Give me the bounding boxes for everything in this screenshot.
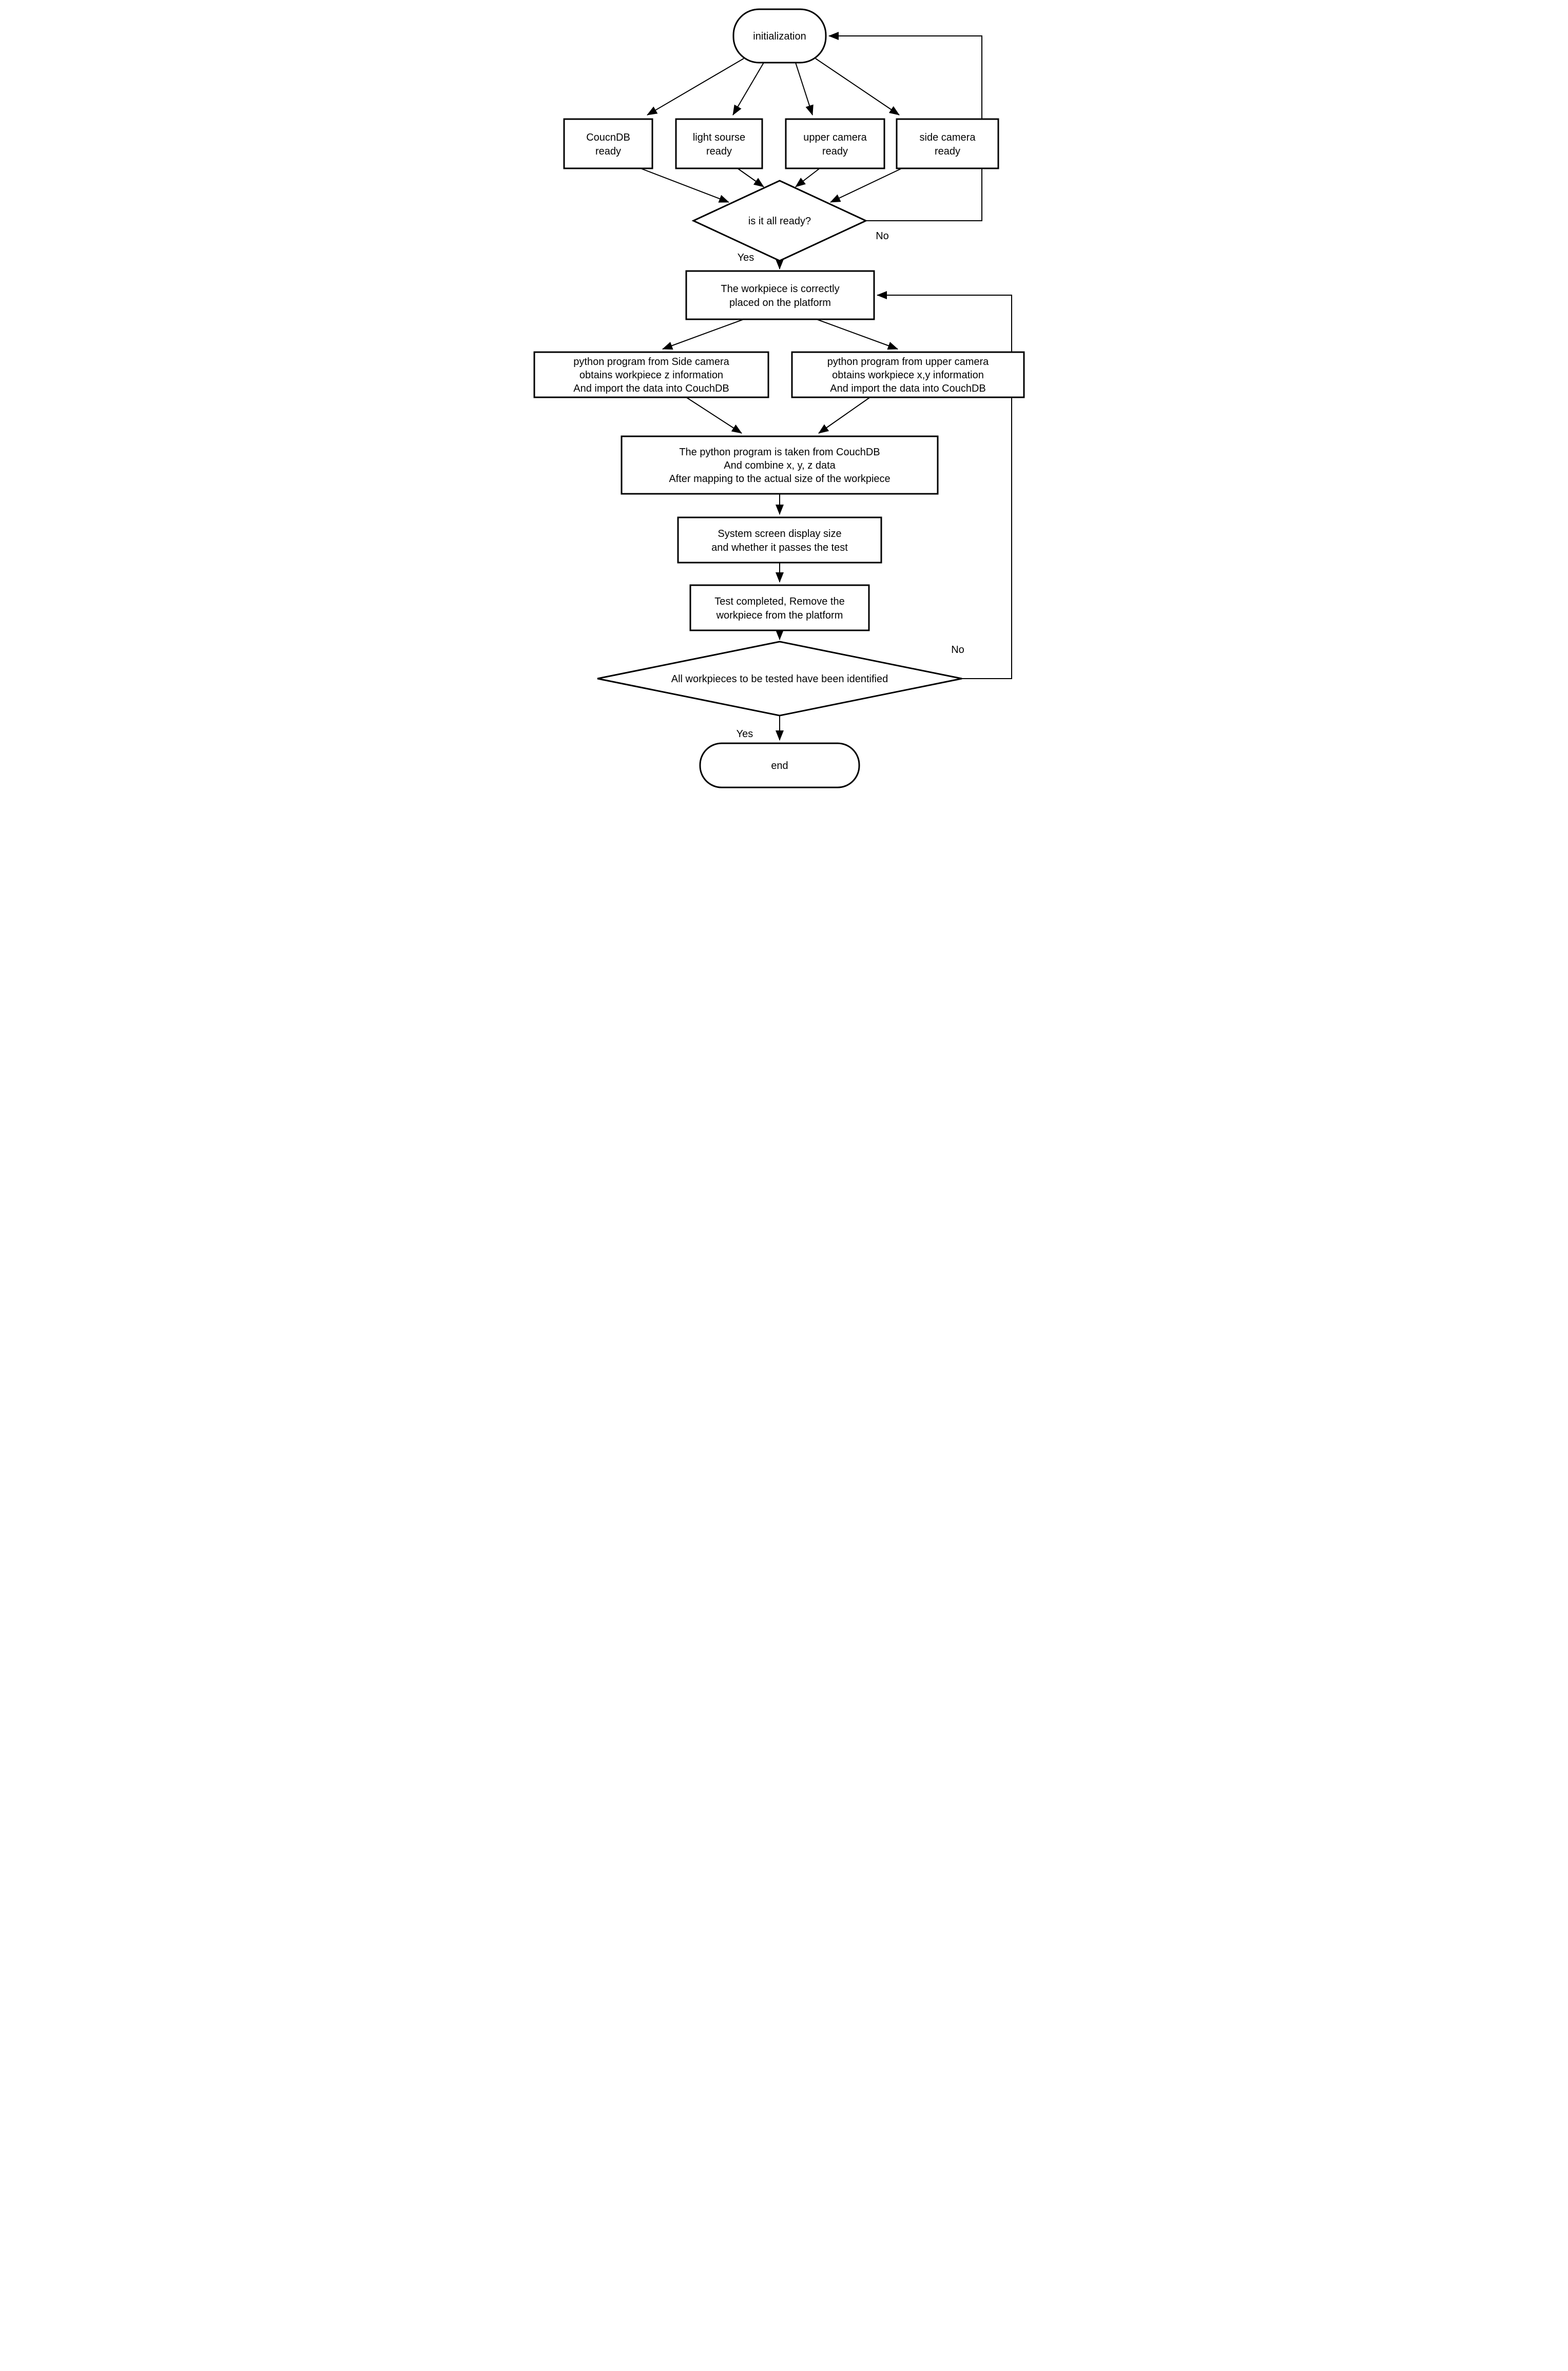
side-camera-program-shape <box>533 351 769 398</box>
side-camera-ready-shape <box>896 118 999 169</box>
couchdb-ready-node: CoucnDB ready <box>563 118 653 169</box>
all-ready-decision-node: is it all ready? <box>691 180 868 262</box>
all-identified-decision-label: All workpieces to be tested have been id… <box>671 673 888 685</box>
upper-camera-ready-shape <box>785 118 885 169</box>
edge-side-program-to-combine <box>685 397 742 434</box>
upper-camera-program-line1: python program from upper camera <box>827 356 989 368</box>
side-camera-ready-node: side camera ready <box>896 118 999 169</box>
combine-data-shape <box>621 435 938 495</box>
initialization-shape <box>732 8 826 64</box>
upper-camera-program-line3: And import the data into CouchDB <box>830 383 986 394</box>
display-result-line1: System screen display size <box>718 528 841 539</box>
upper-camera-program-node: python program from upper camera obtains… <box>791 351 1024 398</box>
edge-init-to-upper-camera <box>795 62 814 115</box>
upper-camera-program-shape <box>791 351 1024 398</box>
side-camera-ready-line1: side camera <box>919 132 976 143</box>
initialization-node: initialization <box>732 8 826 64</box>
edge-couchdb-to-decision <box>640 168 729 203</box>
label-decision2-no: No <box>951 644 964 656</box>
couchdb-ready-shape <box>563 118 653 169</box>
combine-data-node: The python program is taken from CouchDB… <box>621 435 938 495</box>
display-result-line2: and whether it passes the test <box>711 542 848 553</box>
upper-camera-program-line2: obtains workpiece x,y information <box>832 370 984 381</box>
flowchart-canvas: initialization CoucnDB ready light sours… <box>533 8 1024 788</box>
workpiece-placed-node: The workpiece is correctly placed on the… <box>685 270 875 320</box>
test-completed-line1: Test completed, Remove the <box>714 596 844 607</box>
light-source-ready-shape <box>675 118 763 169</box>
upper-camera-ready-node: upper camera ready <box>785 118 885 169</box>
all-ready-decision-label: is it all ready? <box>748 216 810 227</box>
label-decision1-no: No <box>876 230 889 242</box>
edge-init-to-couchdb <box>646 58 744 115</box>
workpiece-placed-line1: The workpiece is correctly <box>721 283 839 295</box>
edge-side-camera-to-decision <box>829 168 902 203</box>
label-decision1-yes: Yes <box>737 252 754 263</box>
workpiece-placed-shape <box>685 270 875 320</box>
display-result-shape <box>677 516 882 564</box>
edge-decision2-no-loop <box>876 291 1012 679</box>
edge-light-source-to-decision <box>737 168 764 187</box>
all-identified-decision-node: All workpieces to be tested have been id… <box>597 641 962 717</box>
light-source-ready-line1: light sourse <box>692 132 745 143</box>
light-source-ready-line2: ready <box>706 146 731 157</box>
test-completed-line2: workpiece from the platform <box>715 610 843 621</box>
edge-upper-program-to-combine <box>818 397 870 434</box>
end-shape <box>699 742 860 788</box>
end-label: end <box>771 760 788 772</box>
flowchart-page: initialization CoucnDB ready light sours… <box>522 0 1046 791</box>
side-camera-program-node: python program from Side camera obtains … <box>533 351 769 398</box>
combine-data-line3: After mapping to the actual size of the … <box>669 473 890 485</box>
edge-workpiece-to-upper-program <box>816 319 898 350</box>
side-camera-program-line2: obtains workpiece z information <box>579 370 723 381</box>
light-source-ready-node: light sourse ready <box>675 118 763 169</box>
upper-camera-ready-line1: upper camera <box>803 132 867 143</box>
side-camera-program-line1: python program from Side camera <box>573 356 729 368</box>
all-identified-decision-shape <box>597 641 962 717</box>
end-node: end <box>699 742 860 788</box>
edge-workpiece-to-side-program <box>662 319 744 350</box>
side-camera-program-line3: And import the data into CouchDB <box>573 383 729 394</box>
side-camera-ready-line2: ready <box>934 146 960 157</box>
test-completed-shape <box>689 584 869 631</box>
couchdb-ready-line1: CoucnDB <box>586 132 630 143</box>
workpiece-placed-line2: placed on the platform <box>729 297 831 309</box>
edge-init-to-side-camera <box>815 58 900 115</box>
initialization-label: initialization <box>753 31 806 42</box>
test-completed-node: Test completed, Remove the workpiece fro… <box>689 584 869 631</box>
display-result-node: System screen display size and whether i… <box>677 516 882 564</box>
combine-data-line1: The python program is taken from CouchDB <box>679 447 880 458</box>
couchdb-ready-line2: ready <box>595 146 621 157</box>
label-decision2-yes: Yes <box>736 728 753 740</box>
edge-init-to-light-source <box>732 62 764 115</box>
combine-data-line2: And combine x, y, z data <box>724 460 836 471</box>
edge-upper-camera-to-decision <box>795 168 820 187</box>
upper-camera-ready-line2: ready <box>822 146 847 157</box>
all-ready-decision-shape <box>691 180 868 262</box>
